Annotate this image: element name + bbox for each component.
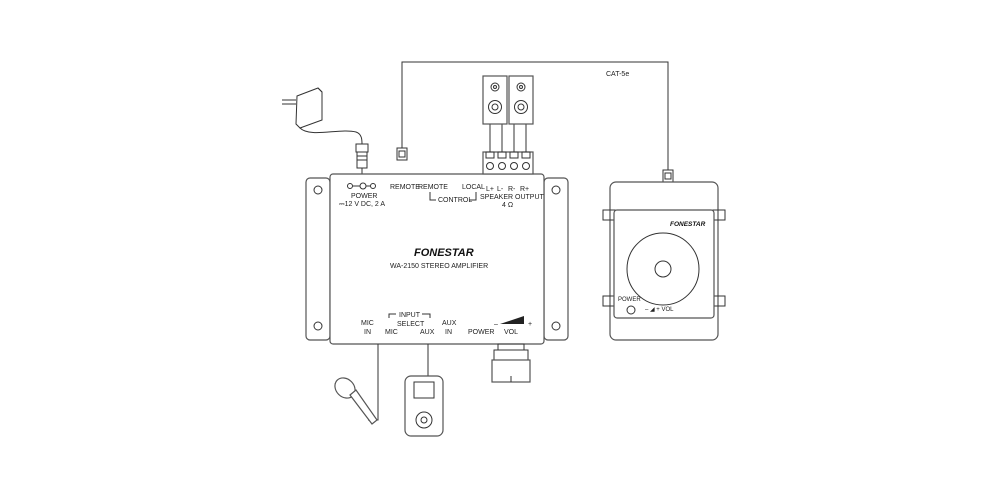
aux-in-label-2: IN bbox=[445, 329, 452, 336]
input-group-label-1: INPUT bbox=[399, 312, 421, 319]
control-bracket bbox=[429, 192, 477, 201]
microphone-icon bbox=[334, 344, 379, 425]
amplifier-unit: POWER ⎓12 V DC, 2 A REMOTE REMOTE LOCAL … bbox=[305, 173, 569, 345]
control-local-label: LOCAL bbox=[462, 184, 485, 191]
cat5e-cable: CAT-5e bbox=[401, 61, 669, 170]
wall-volume-dial bbox=[626, 232, 700, 306]
power-adapter-icon bbox=[282, 87, 369, 176]
power-jack-rating: ⎓12 V DC, 2 A bbox=[339, 201, 385, 208]
amplifier-brand: FONESTAR bbox=[414, 247, 474, 259]
mic-in-label-1: MIC bbox=[361, 320, 374, 327]
terminal-label-rminus: R- bbox=[508, 186, 516, 193]
wall-control-panel: FONESTAR POWER – ◢ + VOL bbox=[602, 181, 726, 341]
rj45-plug-wall bbox=[662, 169, 674, 183]
power-indicator-label: POWER bbox=[468, 329, 494, 336]
speaker-plug-left bbox=[482, 75, 508, 125]
right-mounting-ear bbox=[543, 177, 569, 341]
input-group-label-2: SELECT bbox=[397, 321, 425, 328]
volume-minus: – bbox=[494, 321, 498, 328]
terminal-label-rplus: R+ bbox=[520, 186, 529, 193]
amplifier-body bbox=[329, 173, 545, 345]
input-select-aux: AUX bbox=[420, 329, 435, 336]
aux-in-label-1: AUX bbox=[442, 320, 457, 327]
speaker-plug-right bbox=[508, 75, 534, 125]
input-select-mic: MIC bbox=[385, 329, 398, 336]
wall-volume-label: – ◢ + VOL bbox=[645, 307, 674, 313]
audio-player-icon bbox=[404, 344, 444, 437]
terminal-label-lplus: L+ bbox=[486, 186, 494, 193]
volume-label: VOL bbox=[504, 329, 518, 336]
wall-power-led bbox=[626, 305, 636, 315]
amplifier-model: WA-2150 STEREO AMPLIFIER bbox=[390, 263, 488, 270]
remote-jack-label: REMOTE bbox=[390, 184, 420, 191]
power-jack-label: POWER bbox=[351, 193, 377, 200]
input-select-bracket bbox=[388, 313, 431, 318]
speaker-terminal-block bbox=[482, 151, 534, 175]
speaker-output-label: SPEAKER OUTPUT bbox=[480, 194, 545, 201]
mic-in-label-2: IN bbox=[364, 329, 371, 336]
rj45-plug-amplifier bbox=[396, 147, 408, 161]
volume-plus: + bbox=[528, 321, 532, 328]
wall-power-label: POWER bbox=[618, 297, 641, 303]
power-jack-icon bbox=[347, 182, 376, 190]
terminal-label-lminus: L- bbox=[497, 186, 504, 193]
volume-wedge-icon bbox=[500, 316, 524, 324]
control-group-label: CONTROL bbox=[438, 197, 472, 204]
control-remote-label: REMOTE bbox=[418, 184, 448, 191]
left-mounting-ear bbox=[305, 177, 331, 341]
cable-label: CAT-5e bbox=[606, 71, 629, 78]
speaker-impedance: 4 Ω bbox=[502, 202, 513, 209]
wall-panel-front bbox=[613, 209, 715, 319]
wall-panel-brand: FONESTAR bbox=[670, 221, 706, 228]
volume-knob-icon bbox=[491, 343, 531, 383]
